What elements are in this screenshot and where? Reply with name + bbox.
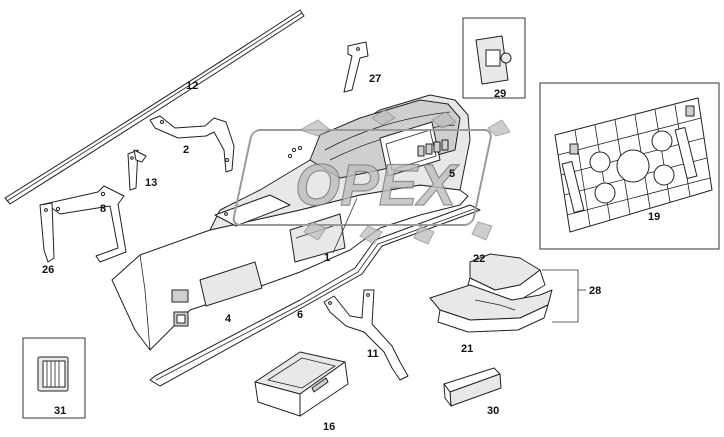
callout-13: 13 <box>145 177 157 189</box>
callout-30: 30 <box>487 405 499 417</box>
opex-watermark: OPEX <box>232 109 511 245</box>
part-1-dashboard-body <box>111 94 471 351</box>
callout-29: 29 <box>494 88 506 100</box>
callout-19: 19 <box>648 211 660 223</box>
watermark-text: OPEX <box>295 153 459 218</box>
callout-11: 11 <box>367 348 379 360</box>
part-12-trim-strip <box>4 9 305 205</box>
callout-12: 12 <box>186 80 198 92</box>
callout-6: 6 <box>297 309 303 321</box>
callout-27: 27 <box>369 73 381 85</box>
part-28-group-bracket <box>542 269 586 323</box>
callout-22: 22 <box>473 253 485 265</box>
callout-2: 2 <box>183 144 189 156</box>
callout-4: 4 <box>225 313 232 325</box>
callout-21: 21 <box>461 343 473 355</box>
part-31-inset <box>22 337 86 419</box>
leader-lines <box>332 197 358 254</box>
callout-28: 28 <box>589 285 601 297</box>
part-21-trim-cover <box>429 284 553 333</box>
callout-5: 5 <box>449 168 455 180</box>
part-19-inset <box>539 82 720 250</box>
part-13-bracket <box>127 149 147 191</box>
part-29-inset <box>462 17 526 99</box>
callout-labels: 1 2 4 5 6 8 11 12 13 16 19 21 22 26 27 2… <box>42 73 660 433</box>
part-27-bracket <box>343 41 369 93</box>
callout-26: 26 <box>42 264 54 276</box>
part-11-bracket <box>323 289 409 381</box>
callout-8: 8 <box>100 203 106 215</box>
part-30-cover-plate <box>443 367 502 407</box>
part-26-bracket <box>39 202 55 263</box>
callout-1: 1 <box>324 252 330 264</box>
callout-31: 31 <box>54 405 66 417</box>
part-8-bracket <box>39 185 127 263</box>
callout-16: 16 <box>323 421 335 433</box>
part-2-bracket <box>149 115 235 173</box>
part-16-storage-bin <box>254 351 349 417</box>
